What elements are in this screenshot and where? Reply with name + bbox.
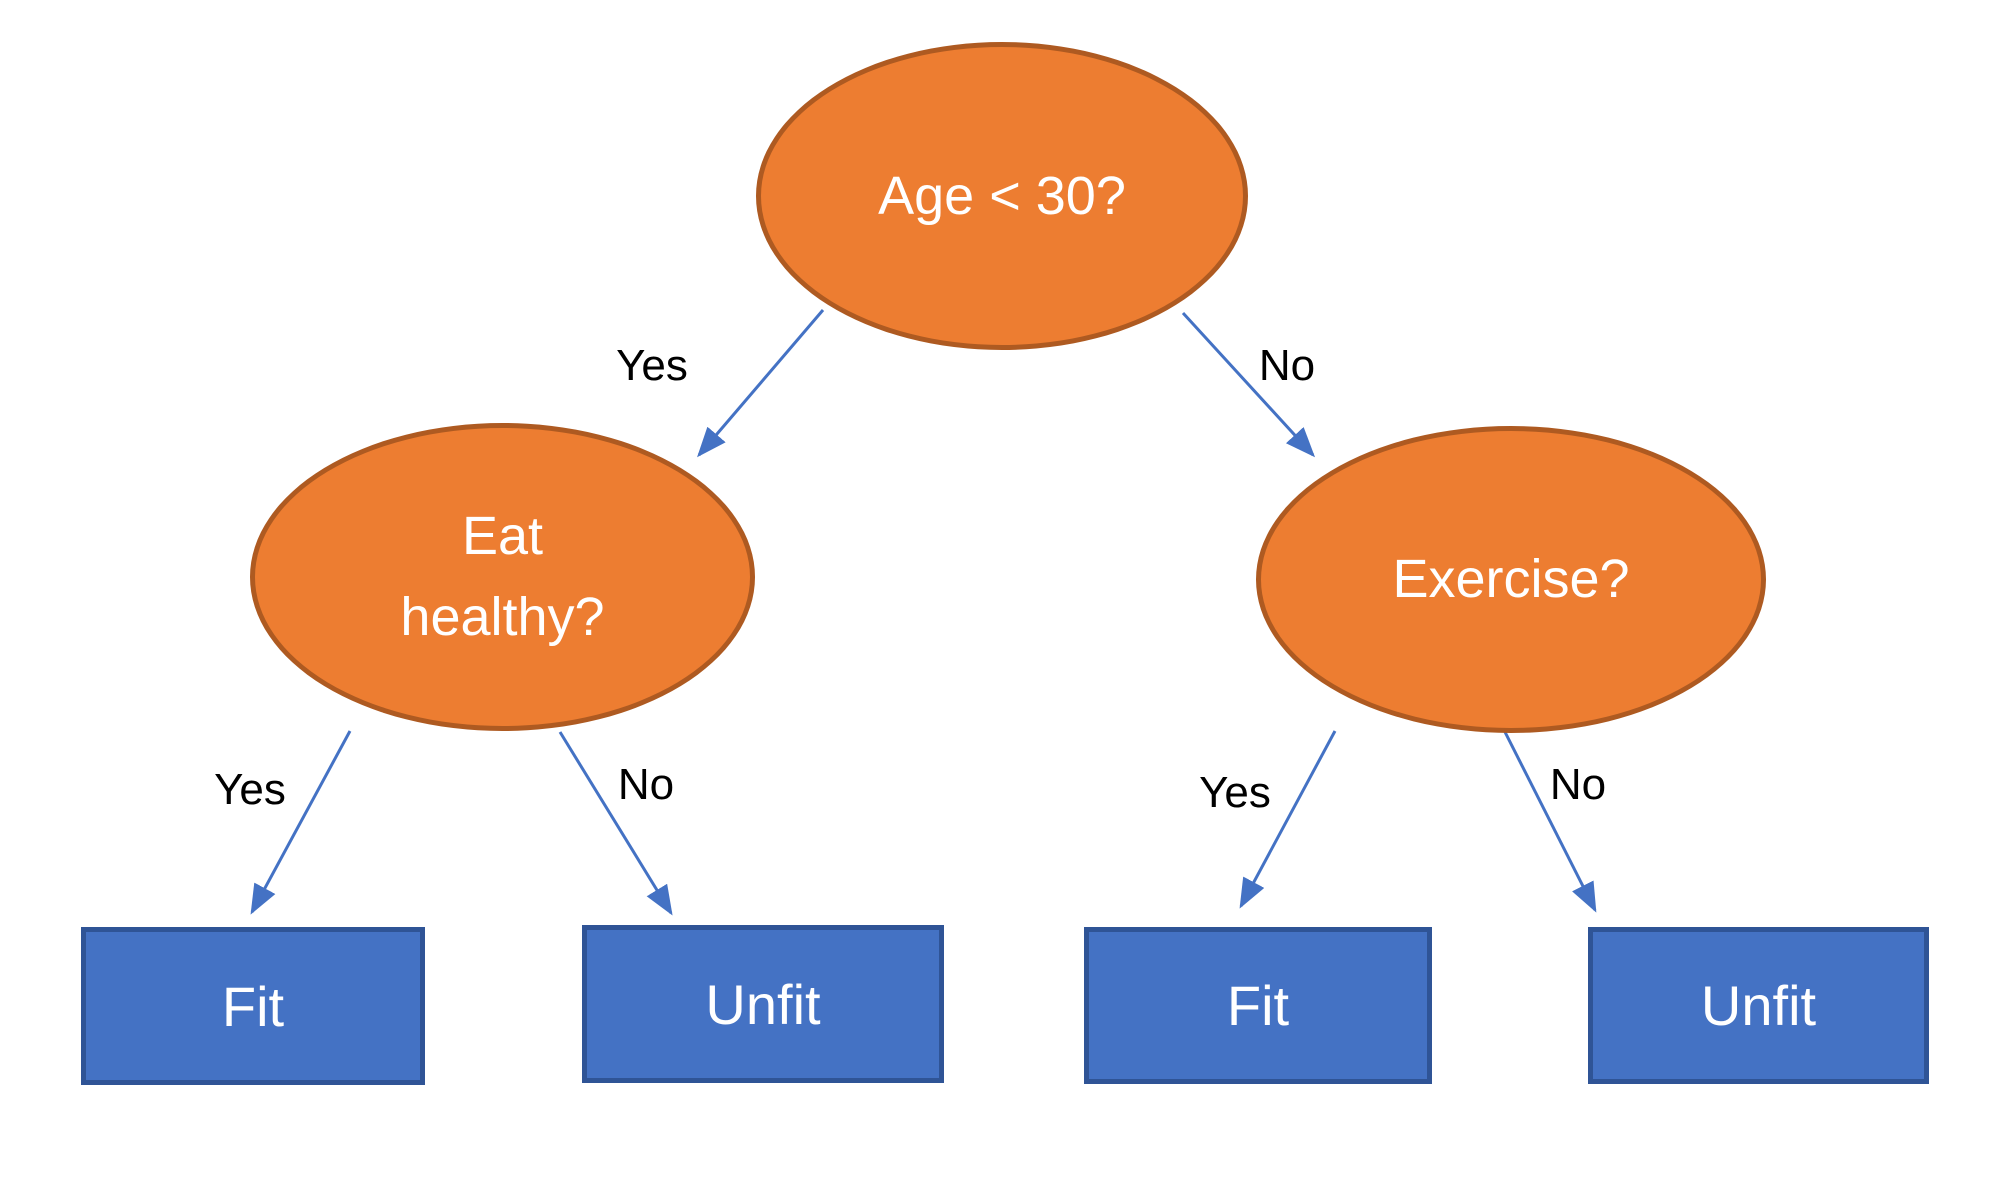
leaf-node-fit-left: Fit xyxy=(81,927,425,1085)
edge-label-eat-healthy-yes: Yes xyxy=(214,765,286,814)
decision-node-exercise-label: Exercise? xyxy=(1392,549,1630,609)
edge-root-to-eat-healthy xyxy=(697,309,825,458)
edge-eat-healthy-to-fit xyxy=(250,730,352,915)
leaf-node-fit-left-label: Fit xyxy=(221,974,285,1038)
edge-exercise-to-fit xyxy=(1239,730,1337,909)
leaf-node-fit-right-label: Fit xyxy=(1226,974,1290,1037)
leaf-node-unfit-right: Unfit xyxy=(1588,927,1929,1084)
edge-label-root-no: No xyxy=(1258,341,1316,390)
leaf-node-unfit-left-label: Unfit xyxy=(705,972,821,1036)
leaf-node-unfit-right-label: Unfit xyxy=(1700,974,1817,1037)
decision-node-age-label: Age < 30? xyxy=(878,165,1126,226)
edge-label-eat-healthy-no: No xyxy=(617,760,675,809)
decision-node-eat-healthy-label: Eat healthy? xyxy=(400,506,605,647)
decision-node-exercise: Exercise? xyxy=(1256,426,1766,733)
decision-node-eat-healthy: Eat healthy? xyxy=(250,423,755,731)
edge-label-exercise-no: No xyxy=(1549,760,1607,809)
decision-node-age: Age < 30? xyxy=(756,42,1248,350)
leaf-node-unfit-left: Unfit xyxy=(582,925,944,1083)
edge-label-exercise-yes: Yes xyxy=(1199,768,1271,817)
leaf-node-fit-right: Fit xyxy=(1084,927,1432,1084)
edge-exercise-to-unfit xyxy=(1503,731,1597,913)
edge-label-root-yes: Yes xyxy=(616,341,688,390)
